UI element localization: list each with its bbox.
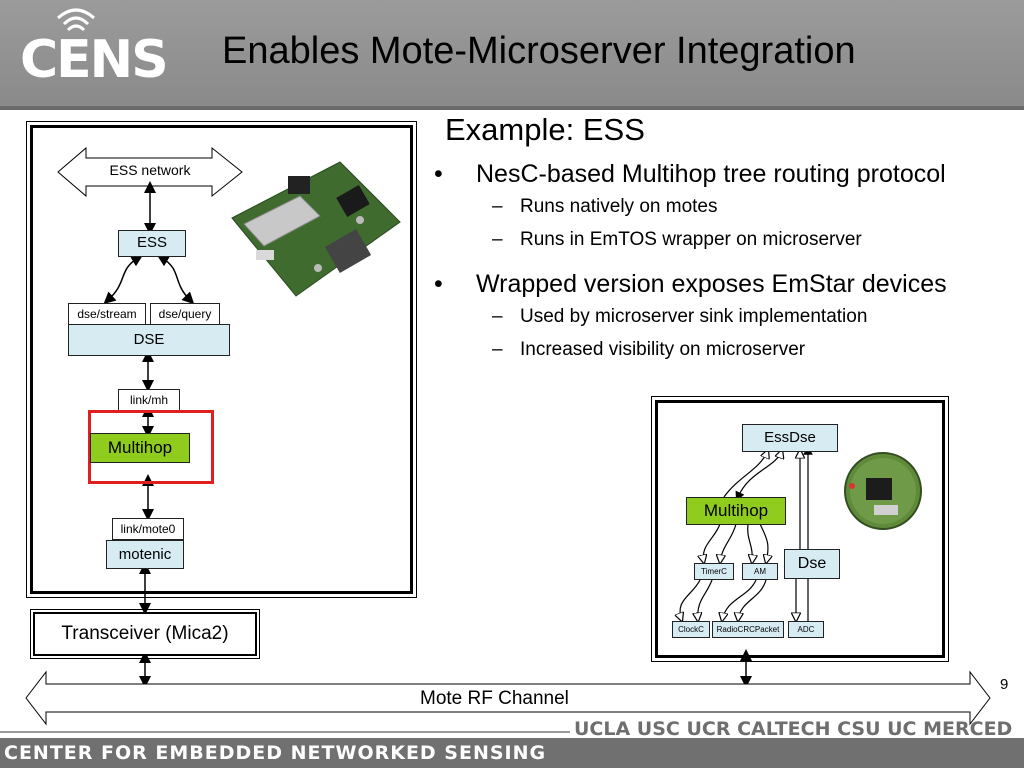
dash-icon: – — [492, 229, 503, 250]
header-bar — [0, 0, 1024, 106]
universities-list: UCLA USC UCR CALTECH CSU UC MERCED — [574, 718, 1013, 740]
link-mote0-box: link/mote0 — [112, 518, 184, 540]
dash-icon: – — [492, 306, 503, 327]
am-box: AM — [742, 563, 778, 580]
sub-bullet-item: – Increased visibility on microserver — [434, 339, 1024, 372]
ess-network-arrow — [57, 146, 243, 198]
dash-icon: – — [492, 196, 503, 217]
sub-bullet-item: – Runs in EmTOS wrapper on microserver — [434, 229, 1024, 262]
radiocrcpacket-box: RadioCRCPacket — [712, 621, 784, 638]
bullet-list: • NesC-based Multihop tree routing proto… — [434, 160, 1024, 372]
multihop-box: Multihop — [90, 433, 190, 463]
sub-bullet-item: – Used by microserver sink implementatio… — [434, 306, 1024, 339]
dse-box-right: Dse — [784, 549, 840, 579]
footer-title: CENTER FOR EMBEDDED NETWORKED SENSING — [4, 742, 547, 764]
sub-bullet-item: – Runs natively on motes — [434, 196, 1024, 229]
header-divider — [0, 106, 1024, 110]
motenic-box: motenic — [106, 540, 184, 569]
bullet-text: Wrapped version exposes EmStar devices — [476, 270, 947, 298]
rf-channel-arrow — [25, 670, 991, 726]
transceiver-box: Transceiver (Mica2) — [30, 609, 260, 659]
adc-box: ADC — [788, 621, 824, 638]
bullet-icon: • — [434, 270, 443, 298]
bullet-icon: • — [434, 160, 443, 188]
rf-channel-label: Mote RF Channel — [420, 688, 569, 709]
footer-rule — [0, 731, 570, 733]
timerc-box: TimerC — [694, 563, 734, 580]
dse-query-box: dse/query — [150, 303, 220, 325]
essdse-box: EssDse — [742, 424, 838, 452]
sub-bullet-text: Runs in EmTOS wrapper on microserver — [520, 229, 862, 250]
page-number: 9 — [1000, 676, 1009, 693]
sub-bullet-text: Used by microserver sink implementation — [520, 306, 868, 327]
dash-icon: – — [492, 339, 503, 360]
clockc-box: ClockC — [672, 621, 710, 638]
subtitle: Example: ESS — [445, 112, 645, 147]
mote-board-image — [844, 452, 922, 530]
cens-logo: CENS — [8, 8, 169, 100]
ess-box: ESS — [118, 230, 186, 257]
bullet-item: • Wrapped version exposes EmStar devices — [434, 270, 1024, 306]
ess-network-label: ESS network — [109, 162, 191, 178]
signal-arcs-icon — [57, 8, 95, 32]
sub-bullet-text: Runs natively on motes — [520, 196, 718, 217]
bullet-text: NesC-based Multihop tree routing protoco… — [476, 160, 946, 188]
bullet-item: • NesC-based Multihop tree routing proto… — [434, 160, 1024, 196]
dse-stream-box: dse/stream — [68, 303, 146, 325]
sub-bullet-text: Increased visibility on microserver — [520, 339, 806, 360]
multihop-highlight-frame — [88, 410, 214, 484]
multihop-box-right: Multihop — [686, 497, 786, 525]
link-mh-box: link/mh — [118, 389, 180, 411]
page-title: Enables Mote-Microserver Integration — [222, 30, 856, 72]
dse-box: DSE — [68, 324, 230, 356]
microserver-board-image — [231, 161, 401, 297]
logo-text: CENS — [20, 30, 169, 90]
footer-bar — [0, 738, 1024, 768]
